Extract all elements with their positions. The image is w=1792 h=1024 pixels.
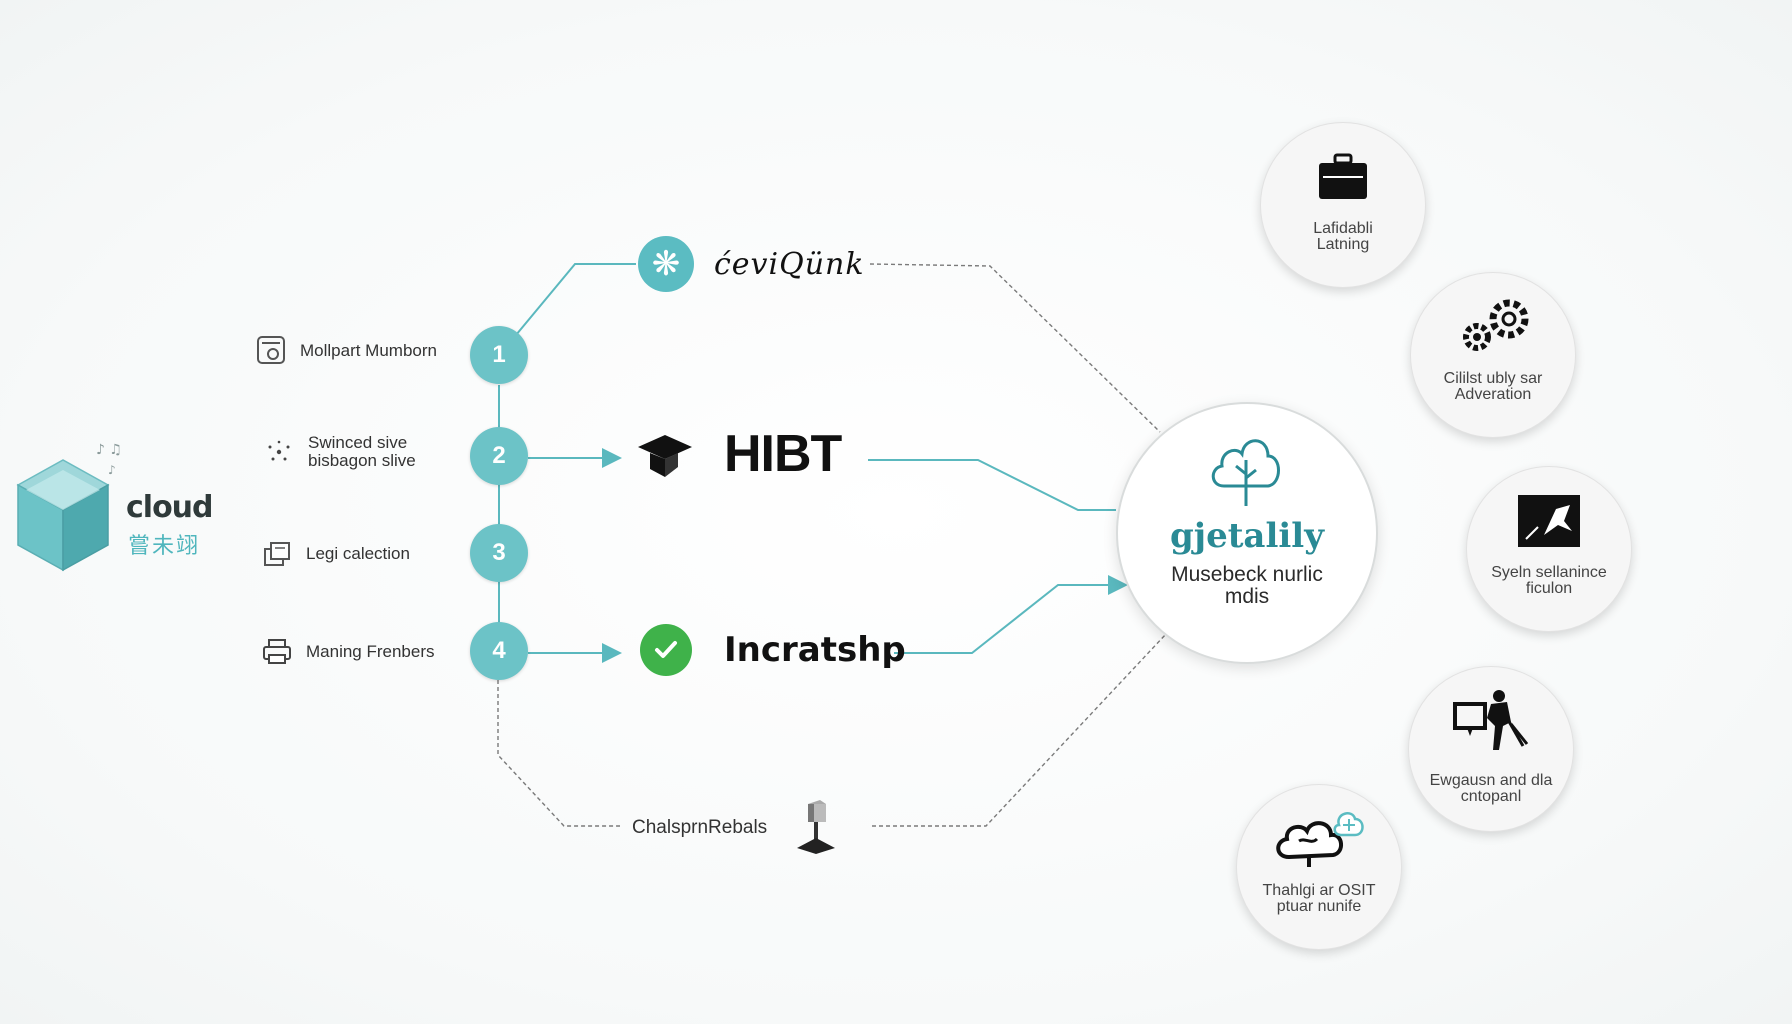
form-icon [254,333,288,367]
step-label-2-line2: bisbagon slive [308,451,416,470]
step-number-3: 3 [470,524,528,582]
presenter-icon [1409,689,1573,753]
middle-node-3: Incratshp [640,624,906,676]
satellite-3-line2: ficulon [1525,580,1573,597]
svg-text:♪ ♫: ♪ ♫ [96,442,122,458]
link-1-to-node1 [515,263,636,336]
satellite-1-line1: Lafidabli [1313,220,1373,237]
satellite-1: Lafidabli Latning [1260,122,1426,288]
middle-node-3-label: Incratshp [724,630,906,670]
briefcase-icon [1261,145,1425,209]
satellite-3-line1: Syeln sellanince [1491,564,1607,581]
satellite-2: Cililst ubly sar Adveration [1410,272,1576,438]
logo-subtext: 嘗未翊 [128,534,201,559]
link-node1-to-hub [869,263,1161,433]
framed-picture-icon [1467,489,1631,553]
cube-icon: ♪ ♫ ♪ [16,442,122,572]
cloud-tree-icon [1206,426,1286,510]
step-label-2-line1: Swinced sive [308,433,408,452]
snowflake-icon: ❋ [638,236,694,292]
satellite-2-line1: Cililst ubly sar [1443,370,1543,387]
svg-text:♪: ♪ [108,463,116,477]
satellite-5-line2: ptuar nunife [1276,898,1362,915]
step-label-3: Legi calection [306,543,410,563]
satellite-1-line2: Latning [1316,236,1370,253]
step-label-4: Maning Frenbers [306,641,435,661]
middle-node-2-label: HIBT [724,425,842,483]
graduation-cap-icon [636,424,694,484]
middle-node-2: HIBT [636,424,842,484]
central-hub: gjetalily Musebeck nurlic mdis [1116,402,1378,664]
step-item-2: Swinced sive bisbagon slive [262,434,416,470]
link-node4-to-hub [872,633,1167,827]
pedestal-icon [793,800,839,856]
step-number-1: 1 [470,326,528,384]
step-number-4: 4 [470,622,528,680]
step-label-1: Mollpart Mumborn [300,340,437,360]
link-node3-to-hub [894,575,1128,654]
middle-node-4-label: ChalsprnRebals [632,817,768,838]
gears-icon [1411,295,1575,359]
middle-node-1-label: ćeviQünk [714,246,865,282]
hub-title: gjetalily [1170,516,1324,556]
step-number-2: 2 [470,427,528,485]
cloud-logo: ♪ ♫ ♪ cloud 嘗未翊 [8,430,218,580]
stack-icon [260,536,294,570]
link-node2-to-hub [868,459,1116,511]
printer-icon [260,634,294,668]
step-item-3: Legi calection [260,536,410,570]
hub-subtitle-line2: mdis [1224,585,1270,608]
hub-subtitle: Musebeck nurlic mdis [1138,564,1356,608]
satellite-3: Syeln sellanince ficulon [1466,466,1632,632]
satellite-4-line2: cntopanl [1460,788,1522,805]
middle-node-4: ChalsprnRebals [632,800,839,856]
hub-subtitle-line1: Musebeck nurlic [1171,563,1323,586]
satellite-4: Ewgausn and dla cntopanl [1408,666,1574,832]
logo-wordmark: cloud [126,490,214,525]
step-item-1: Mollpart Mumborn [254,333,437,367]
satellite-5: Thahlgi ar OSIT ptuar nunife [1236,784,1402,950]
satellite-4-line1: Ewgausn and dla [1429,772,1553,789]
link-4-to-node4 [497,680,620,827]
middle-node-1: ❋ ćeviQünk [638,236,865,292]
brain-cloud-icon [1237,807,1401,871]
satellite-2-line2: Adveration [1454,386,1532,403]
sparkle-icon [262,435,296,469]
satellite-5-line1: Thahlgi ar OSIT [1262,882,1376,899]
step-item-4: Maning Frenbers [260,634,435,668]
check-circle-icon [640,624,692,676]
